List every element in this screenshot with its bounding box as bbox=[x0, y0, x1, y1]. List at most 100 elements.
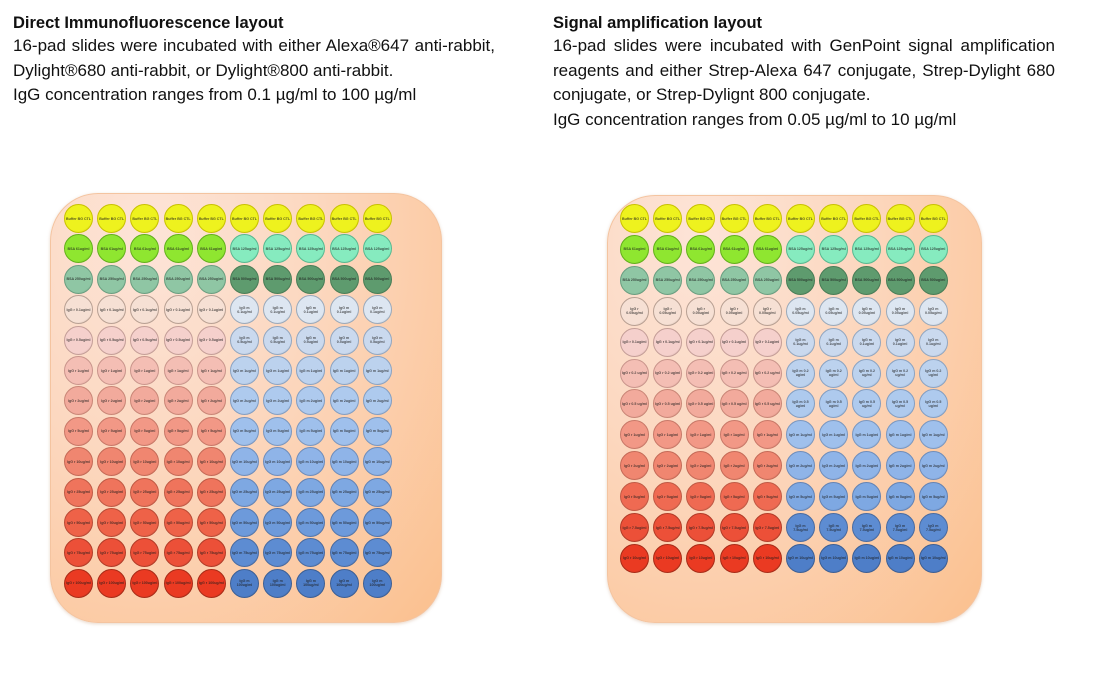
slide-pad: Buffer BG CTL bbox=[263, 204, 293, 233]
slide-pad: IgG m 50ug/ml bbox=[230, 508, 259, 537]
slide-pad: IgG m 5ug/ml bbox=[296, 416, 326, 446]
slide-pad: IgG m 0.2 ug/ml bbox=[819, 358, 849, 388]
slide-pad: BSA 61ug/ml bbox=[686, 234, 716, 264]
slide-pad: IgG m 7.5ug/ml bbox=[786, 513, 815, 542]
slide-pad: IgG m 5ug/ml bbox=[918, 482, 948, 512]
slide-pad: IgG r 5ug/ml bbox=[163, 416, 193, 446]
slide-pad: IgG m 7.5ug/ml bbox=[918, 513, 948, 542]
slide-pad: BSA 500ug/ml bbox=[362, 264, 392, 294]
slide-pad: IgG r 5ug/ml bbox=[719, 482, 749, 512]
slide-pad: IgG m 10ug/ml bbox=[362, 447, 392, 477]
slide-pad: IgG r 10ug/ml bbox=[620, 543, 649, 573]
slide-pad: BSA 500ug/ml bbox=[819, 265, 849, 295]
slide-pad: IgG m 10ug/ml bbox=[786, 543, 815, 573]
slide-pad: IgG r 2ug/ml bbox=[196, 386, 226, 416]
slide-pad: IgG r 2ug/ml bbox=[686, 451, 716, 481]
slide-pad: IgG r 0.1ug/ml bbox=[620, 327, 649, 357]
slide-pad: IgG m 25ug/ml bbox=[230, 477, 259, 507]
slide-pad: IgG m 0.1ug/ml bbox=[885, 327, 915, 357]
slide-pad: IgG m 0.2 ug/ml bbox=[918, 358, 948, 388]
slide-pad: IgG m 0.5 ug/ml bbox=[918, 389, 948, 419]
slide-pad: BSA 500ug/ml bbox=[230, 264, 259, 294]
slide-pad: IgG r 2ug/ml bbox=[653, 451, 683, 481]
slide-pad: IgG m 0.1ug/ml bbox=[786, 327, 815, 357]
slide-pad: IgG r 0.5 ug/ml bbox=[653, 389, 683, 419]
slide-pad: IgG r 2ug/ml bbox=[719, 451, 749, 481]
slide-pad: BSA 61ug/ml bbox=[97, 234, 127, 264]
slide-pad: IgG m 100ug/ml bbox=[362, 568, 392, 598]
slide-pad: IgG r 5ug/ml bbox=[752, 482, 782, 512]
slide-pad: IgG r 0.5ug/ml bbox=[130, 325, 160, 355]
slide-pad: IgG r 0.5ug/ml bbox=[163, 325, 193, 355]
slide-pad: BSA 125ug/ml bbox=[362, 234, 392, 264]
slide-pad: IgG m 0.1ug/ml bbox=[362, 295, 392, 325]
slide-pad: IgG m 0.5 ug/ml bbox=[885, 389, 915, 419]
slide-pad: IgG m 0.2 ug/ml bbox=[852, 358, 882, 388]
slide-pad: BSA 250ug/ml bbox=[130, 264, 160, 294]
slide-pad: IgG m 50ug/ml bbox=[329, 508, 359, 537]
slide-pad: IgG r 100ug/ml bbox=[64, 568, 93, 598]
slide-pad: IgG r 100ug/ml bbox=[97, 568, 127, 598]
slide-pad: BSA 125ug/ml bbox=[852, 234, 882, 264]
slide-pad: IgG r 25ug/ml bbox=[196, 477, 226, 507]
slide-pad: IgG m 100ug/ml bbox=[296, 568, 326, 598]
slide-pad: IgG m 5ug/ml bbox=[885, 482, 915, 512]
slide-pad: IgG m 2ug/ml bbox=[786, 451, 815, 481]
slide-pad: IgG m 1ug/ml bbox=[263, 356, 293, 385]
slide-pad: IgG m 0.05ug/ml bbox=[918, 296, 948, 326]
slide-pad: IgG m 1ug/ml bbox=[918, 420, 948, 450]
slide-pad: IgG m 10ug/ml bbox=[852, 543, 882, 573]
slide-pad: IgG m 10ug/ml bbox=[263, 447, 293, 477]
slide-pad: IgG m 0.1ug/ml bbox=[329, 295, 359, 325]
slide-pad: IgG r 1ug/ml bbox=[64, 356, 93, 385]
slide-pad: IgG r 0.2 ug/ml bbox=[752, 358, 782, 388]
slide-pad: Buffer BG CTL bbox=[686, 204, 716, 233]
slide-pad: Buffer BG CTL bbox=[329, 204, 359, 233]
slide-pad: BSA 250ug/ml bbox=[620, 265, 649, 295]
slide-pad: IgG r 10ug/ml bbox=[130, 447, 160, 477]
slide-pad: IgG m 75ug/ml bbox=[230, 538, 259, 568]
slide-pad: IgG r 10ug/ml bbox=[163, 447, 193, 477]
slide-pad: IgG m 75ug/ml bbox=[296, 538, 326, 568]
slide-pad: IgG m 7.5ug/ml bbox=[885, 513, 915, 542]
slide-pad: Buffer BG CTL bbox=[64, 204, 93, 233]
slide-pad: IgG m 2ug/ml bbox=[918, 451, 948, 481]
slide-pad: BSA 500ug/ml bbox=[885, 265, 915, 295]
slide-pad: Buffer BG CTL bbox=[362, 204, 392, 233]
slide-pad: IgG m 2ug/ml bbox=[885, 451, 915, 481]
slide-pad: IgG m 1ug/ml bbox=[329, 356, 359, 385]
slide-pad: IgG r 10ug/ml bbox=[653, 543, 683, 573]
slide-pad: IgG r 1ug/ml bbox=[752, 420, 782, 450]
slide-pad: IgG m 2ug/ml bbox=[852, 451, 882, 481]
slide-pad: IgG r 7.5ug/ml bbox=[620, 513, 649, 542]
slide-pad: IgG r 0.1ug/ml bbox=[130, 295, 160, 325]
slide-pad: IgG m 25ug/ml bbox=[296, 477, 326, 507]
slide-pad: BSA 61ug/ml bbox=[196, 234, 226, 264]
slide-pad: IgG r 5ug/ml bbox=[653, 482, 683, 512]
slide-pad: IgG r 75ug/ml bbox=[163, 538, 193, 568]
slide-pad: IgG r 75ug/ml bbox=[130, 538, 160, 568]
slide-pad: IgG r 0.5ug/ml bbox=[64, 325, 93, 355]
slide-pad: IgG r 1ug/ml bbox=[130, 356, 160, 385]
slide-pad: IgG m 50ug/ml bbox=[263, 508, 293, 537]
slide-pad: IgG m 5ug/ml bbox=[230, 416, 259, 446]
slide-pad: BSA 500ug/ml bbox=[329, 264, 359, 294]
slide-pad: IgG m 10ug/ml bbox=[329, 447, 359, 477]
signal-amp-paragraph-1: 16-pad slides were incubated with GenPoi… bbox=[553, 36, 1055, 104]
slide-pad: BSA 61ug/ml bbox=[64, 234, 93, 264]
signal-amp-paragraph-2: IgG concentration ranges from 0.05 µg/ml… bbox=[553, 109, 957, 129]
slide-pad: IgG r 0.05ug/ml bbox=[653, 296, 683, 326]
slide-pad: IgG m 100ug/ml bbox=[329, 568, 359, 598]
slide-pad: IgG r 0.05ug/ml bbox=[719, 296, 749, 326]
slide-pad: IgG r 25ug/ml bbox=[97, 477, 127, 507]
slide-pad: IgG m 5ug/ml bbox=[786, 482, 815, 512]
slide-pad: BSA 250ug/ml bbox=[64, 264, 93, 294]
slide-pad: IgG r 0.5 ug/ml bbox=[719, 389, 749, 419]
slide-pad: IgG r 25ug/ml bbox=[163, 477, 193, 507]
slide-pad: IgG r 50ug/ml bbox=[130, 508, 160, 537]
slide-pad: BSA 250ug/ml bbox=[653, 265, 683, 295]
slide-pad: IgG r 2ug/ml bbox=[752, 451, 782, 481]
slide-pad: Buffer BG CTL bbox=[819, 204, 849, 233]
slide-pad: BSA 125ug/ml bbox=[918, 234, 948, 264]
slide-pad: IgG m 0.05ug/ml bbox=[885, 296, 915, 326]
